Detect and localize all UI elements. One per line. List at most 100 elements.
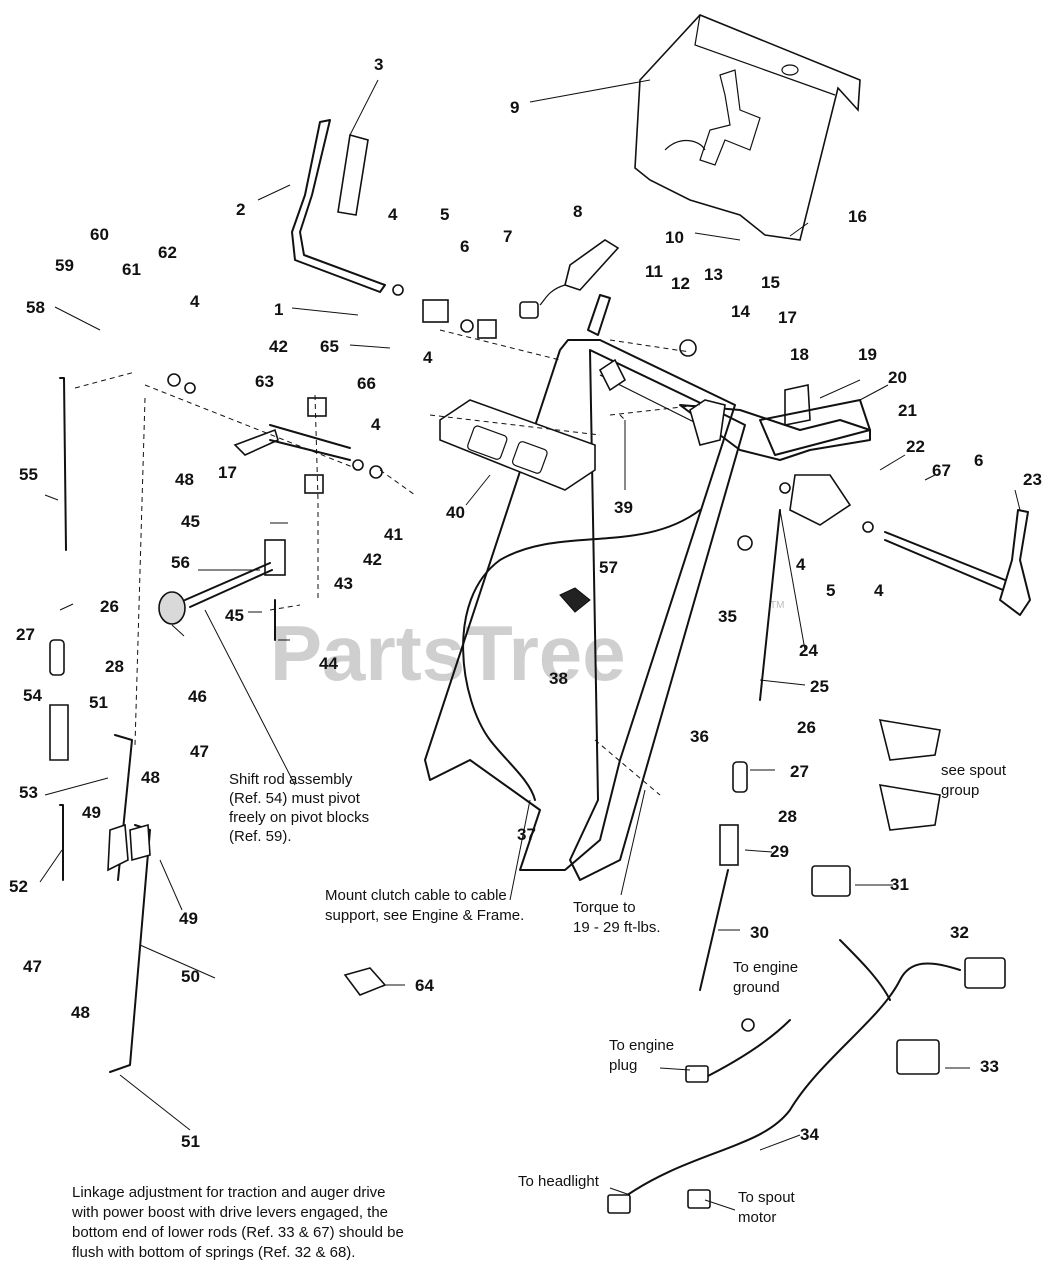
pivot-block-lower (304, 474, 324, 494)
svg-text:To engine: To engine (733, 959, 798, 976)
ref-19: 19 (858, 345, 877, 364)
watermark: PartsTree (270, 609, 626, 697)
svg-text:To spout: To spout (738, 1189, 796, 1206)
note-engine-ground: To engine ground (733, 959, 798, 996)
ref-64: 64 (415, 976, 434, 995)
ref-51b: 51 (181, 1132, 200, 1151)
ref-44: 44 (319, 654, 338, 673)
ref-48c: 48 (71, 1003, 90, 1022)
ref-27b: 27 (16, 625, 35, 644)
svg-text:bottom end of lower rods (Ref.: bottom end of lower rods (Ref. 33 & 67) … (72, 1224, 404, 1241)
ref-65: 65 (320, 337, 339, 356)
bracket-right (784, 384, 811, 426)
ref-33: 33 (980, 1057, 999, 1076)
pivot-right (789, 474, 852, 526)
ref-6b: 6 (974, 451, 983, 470)
lever-rod-right (884, 531, 1006, 591)
upper-rod-left (59, 377, 67, 551)
ref-45a: 45 (181, 512, 200, 531)
ref-67: 67 (932, 461, 951, 480)
ref-11: 11 (645, 262, 663, 281)
ref-2: 2 (236, 200, 245, 219)
ref-4b: 4 (190, 292, 200, 311)
ref-30: 30 (750, 923, 769, 942)
grip (337, 133, 369, 216)
svg-text:Mount clutch cable to cable: Mount clutch cable to cable (325, 887, 507, 904)
ref-26b: 26 (100, 597, 119, 616)
ref-48a: 48 (175, 470, 194, 489)
ref-10: 10 (665, 228, 684, 247)
ref-13: 13 (704, 265, 723, 284)
spring-right (732, 761, 748, 793)
ref-7: 7 (503, 227, 512, 246)
rod-right-lower (699, 869, 729, 991)
ref-22: 22 (906, 437, 925, 456)
switch-31 (811, 865, 851, 897)
shift-rod (184, 562, 273, 608)
ref-9: 9 (510, 98, 519, 117)
ref-4c: 4 (423, 348, 433, 367)
ref-38: 38 (549, 669, 568, 688)
ref-47a: 47 (190, 742, 209, 761)
lower-rod-left (59, 804, 64, 881)
ref-41: 41 (384, 525, 403, 544)
shift-rod-block (49, 704, 69, 761)
ref-16: 16 (848, 207, 867, 226)
svg-text:(Ref. 54) must pivot: (Ref. 54) must pivot (229, 790, 361, 807)
watermark-trademark: TM (770, 600, 784, 611)
ref-50: 50 (181, 967, 200, 986)
spout-bracket-lower (878, 784, 941, 831)
ref-5b: 5 (826, 581, 835, 600)
ref-62: 62 (158, 243, 177, 262)
frame-arm (759, 399, 871, 456)
ground-terminal (741, 1018, 755, 1032)
leader-lines (39, 79, 1021, 1211)
dash-panel (634, 14, 861, 241)
control-plate (439, 399, 596, 491)
ref-55: 55 (19, 465, 38, 484)
svg-text:To engine: To engine (609, 1037, 674, 1054)
ref-1: 1 (274, 300, 283, 319)
ref-27a: 27 (790, 762, 809, 781)
ref-4e: 4 (796, 555, 806, 574)
svg-text:support, see Engine & Frame.: support, see Engine & Frame. (325, 907, 524, 924)
svg-text:group: group (941, 782, 979, 799)
pivot-arm (233, 428, 279, 456)
ref-8: 8 (573, 202, 582, 221)
pivot-block-upper (307, 397, 327, 417)
ref-56: 56 (171, 553, 190, 572)
note-headlight: To headlight (518, 1173, 600, 1190)
ref-17a: 17 (778, 308, 797, 327)
ref-4a: 4 (388, 205, 398, 224)
svg-text:plug: plug (609, 1057, 637, 1074)
note-shift-rod: Shift rod assembly (Ref. 54) must pivot … (229, 771, 369, 845)
ref-29: 29 (770, 842, 789, 861)
svg-text:Shift rod assembly: Shift rod assembly (229, 771, 353, 788)
ref-17b: 17 (218, 463, 237, 482)
ref-42b: 42 (363, 550, 382, 569)
svg-text:(Ref. 59).: (Ref. 59). (229, 828, 292, 845)
ref-4f: 4 (874, 581, 884, 600)
ref-34: 34 (800, 1125, 819, 1144)
svg-text:motor: motor (738, 1209, 776, 1226)
spring-left (49, 639, 65, 676)
svg-text:with power boost with drive l: with power boost with drive levers engag… (71, 1204, 388, 1221)
ref-23: 23 (1023, 470, 1042, 489)
ref-61: 61 (122, 260, 141, 279)
grip-right (564, 239, 620, 291)
lever-left (291, 119, 386, 293)
diagram-notes: Shift rod assembly (Ref. 54) must pivot … (71, 762, 1007, 1261)
ref-36: 36 (690, 727, 709, 746)
ref-66: 66 (357, 374, 376, 393)
ref-59: 59 (55, 256, 74, 275)
ref-52: 52 (9, 877, 28, 896)
ref-60: 60 (90, 225, 109, 244)
spring-right-lower (719, 824, 739, 866)
ref-46: 46 (188, 687, 207, 706)
note-clutch-cable: Mount clutch cable to cable support, see… (325, 887, 524, 924)
connector-33 (896, 1039, 940, 1075)
handle-frame (424, 294, 871, 881)
ref-25: 25 (810, 677, 829, 696)
